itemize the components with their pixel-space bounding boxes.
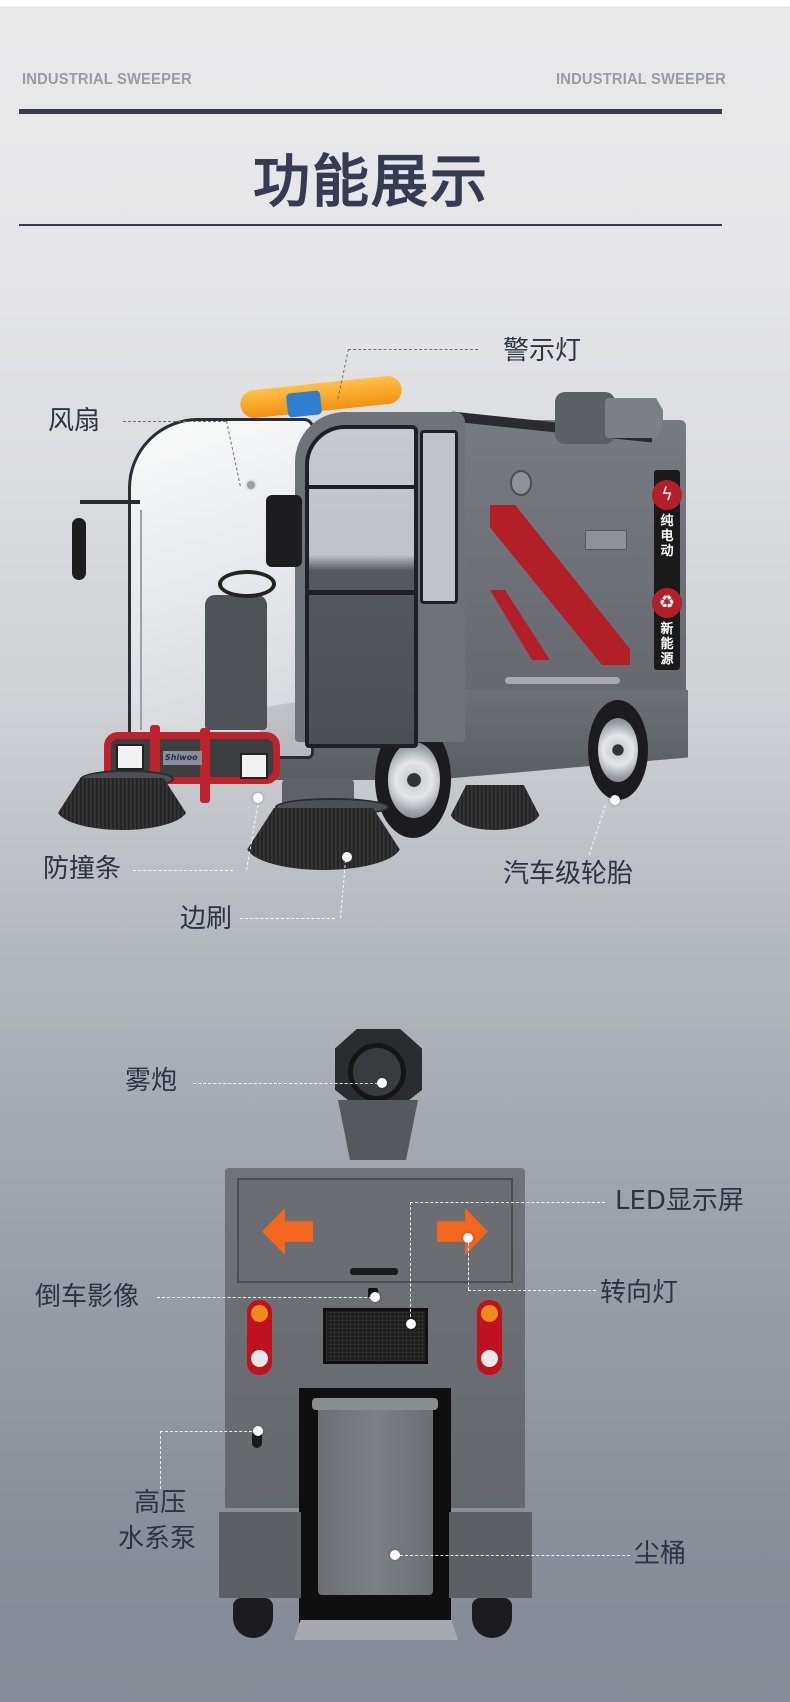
leader-fog-cannon <box>193 1083 378 1084</box>
leader-turn-signal <box>468 1290 596 1291</box>
label-reverse-camera: 倒车影像 <box>35 1282 140 1312</box>
leader-pump-v <box>160 1431 161 1489</box>
label-pump-line1: 高压 <box>134 1488 187 1518</box>
fan-marker <box>247 481 255 489</box>
right-mirror <box>266 495 302 567</box>
label-pump-line2: 水系泵 <box>118 1524 197 1554</box>
bin-ramp <box>294 1620 458 1640</box>
fog-cannon-mount <box>338 1100 418 1160</box>
tagline-right: INDUSTRIAL SWEEPER <box>556 71 726 88</box>
side-light <box>510 470 532 496</box>
door-window <box>305 425 418 748</box>
pump-outlet <box>252 1430 262 1448</box>
front-right-brush <box>246 808 401 870</box>
dust-bin-marker <box>390 1550 400 1560</box>
taillight-left-amber <box>251 1305 268 1322</box>
window-frame <box>140 510 142 730</box>
headlight-right <box>240 753 268 779</box>
reverse-camera-marker <box>370 1292 380 1302</box>
bumper-post-2 <box>200 728 210 803</box>
seat-console <box>205 595 267 730</box>
header-divider-thick <box>19 109 722 114</box>
side-brush-marker <box>342 852 352 862</box>
fog-cannon-marker <box>377 1078 387 1088</box>
rear-lower-left <box>219 1512 301 1598</box>
dust-bin-lid <box>312 1398 438 1410</box>
label-fan: 风扇 <box>48 406 101 436</box>
label-tire: 汽车级轮胎 <box>503 859 634 889</box>
front-left-brush <box>57 778 187 830</box>
bumper-marker <box>253 793 263 803</box>
rear-rim <box>598 718 638 782</box>
fog-cannon-fan <box>348 1043 406 1101</box>
leader-side-brush <box>240 918 335 919</box>
taillight-right-white <box>481 1350 498 1367</box>
steering-wheel <box>218 570 276 598</box>
led-screen <box>323 1308 428 1364</box>
door-bar-2 <box>305 590 418 595</box>
label-warning-light: 警示灯 <box>503 336 582 366</box>
rear-wheel-left <box>233 1598 273 1638</box>
door-bar <box>305 485 418 489</box>
label-bumper: 防撞条 <box>43 854 122 884</box>
front-rim <box>388 742 440 818</box>
leader-pump <box>160 1431 257 1432</box>
leader-led-screen <box>410 1202 605 1203</box>
taillight-right-amber <box>481 1305 498 1322</box>
label-led-screen: LED显示屏 <box>615 1186 744 1216</box>
label-dust-bin: 尘桶 <box>634 1539 687 1569</box>
dust-bin <box>318 1405 433 1595</box>
header-divider-thin <box>19 224 722 226</box>
leader-warning-light <box>348 349 478 350</box>
lightning-icon: ϟ <box>652 480 682 510</box>
leader-turn-signal-v <box>468 1238 469 1290</box>
pump-marker <box>253 1426 263 1436</box>
recycle-icon: ♻ <box>652 588 682 618</box>
rear-wheel-right <box>472 1598 512 1638</box>
badge-new-energy: 新能源 <box>660 622 674 667</box>
label-fog-cannon: 雾炮 <box>125 1066 178 1096</box>
fog-cannon-barrel <box>605 398 663 438</box>
tire-marker <box>610 795 620 805</box>
bumper-post <box>150 725 160 800</box>
leader-fan <box>123 421 226 422</box>
turn-signal-marker <box>463 1233 473 1243</box>
left-mirror <box>72 518 86 580</box>
leader-led-screen-v <box>410 1202 411 1322</box>
label-turn-signal: 转向灯 <box>600 1278 679 1308</box>
tagline-left: INDUSTRIAL SWEEPER <box>22 71 192 88</box>
leader-bumper <box>133 870 233 871</box>
label-side-brush: 边刷 <box>180 904 233 934</box>
headlight-left <box>116 744 144 770</box>
rear-window <box>420 430 458 604</box>
leader-tire <box>588 805 606 855</box>
taillight-left-white <box>251 1350 268 1367</box>
mirror-arm <box>80 500 140 504</box>
rear-side-brush <box>450 785 540 830</box>
rear-handle <box>350 1268 398 1275</box>
side-vent <box>585 530 627 550</box>
led-screen-marker <box>406 1319 416 1329</box>
side-handle <box>505 677 620 684</box>
page-title: 功能展示 <box>253 149 489 215</box>
leader-dust-bin <box>400 1555 630 1556</box>
warning-light-blue <box>285 390 323 418</box>
badge-pure-electric: 纯电动 <box>660 514 674 559</box>
leader-reverse-camera <box>157 1297 372 1298</box>
brand-plate: Shiwoo <box>163 751 202 765</box>
